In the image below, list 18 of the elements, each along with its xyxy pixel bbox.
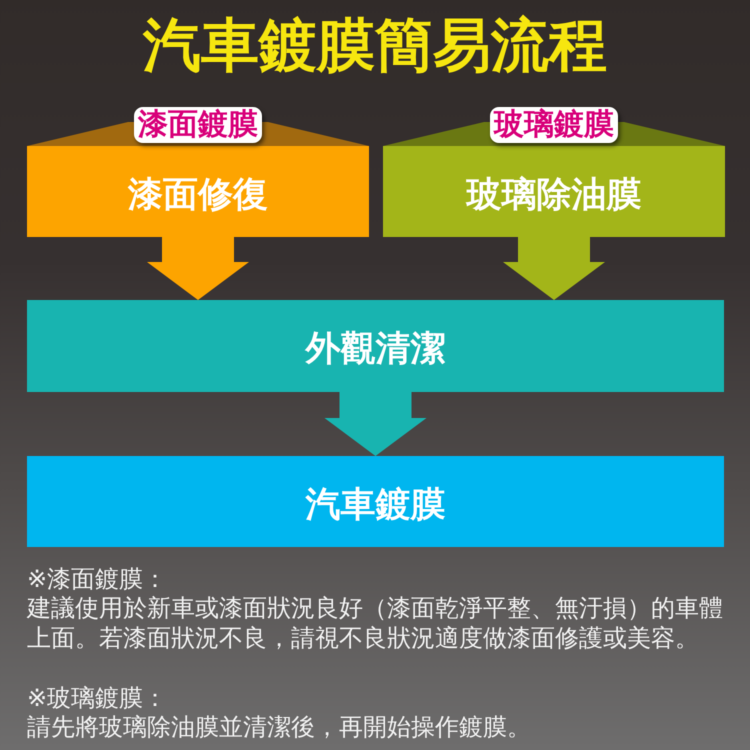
- step-text: 玻璃除油膜: [466, 174, 642, 216]
- note-text: ※漆面鍍膜：: [27, 565, 168, 594]
- arrow: [503, 237, 605, 300]
- note-text: 請先將玻璃除油膜並清潔後，再開始操作鍍膜。: [27, 713, 532, 742]
- arrow: [147, 237, 249, 300]
- step-text: 外觀清潔: [306, 328, 446, 371]
- note-text: ※玻璃鍍膜：: [27, 684, 168, 714]
- process-box: [27, 456, 724, 547]
- arrow: [324, 392, 426, 456]
- step-text: 漆面修復: [128, 174, 268, 216]
- category-heading: 玻璃鍍膜: [490, 107, 618, 143]
- category-heading: 漆面鍍膜: [134, 107, 262, 143]
- process-box: [27, 300, 724, 392]
- step-text: 汽車鍍膜: [306, 484, 446, 526]
- process-box: [383, 104, 725, 237]
- process-box: [27, 104, 369, 237]
- note-text: 建議使用於新車或漆面狀況良好（漆面乾淨平整、無汙損）的車體上面。若漆面狀況不良，請視不良狀況適度做漆面修護或美容。: [27, 594, 724, 653]
- title: 汽車鍍膜簡易流程: [143, 12, 607, 78]
